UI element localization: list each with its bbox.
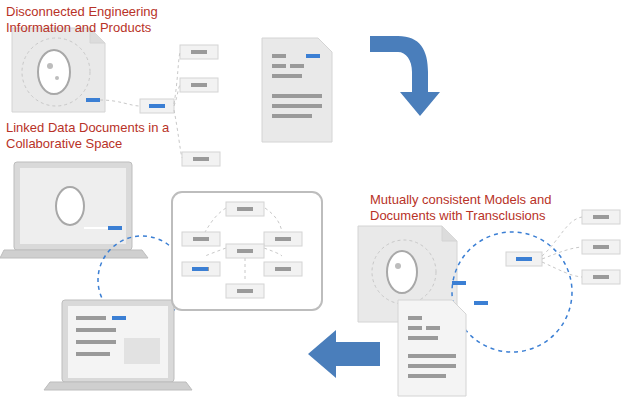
flow-arrow — [370, 36, 440, 116]
flow-arrow — [308, 330, 380, 378]
consistent-group — [358, 210, 620, 396]
stage-caption: Linked Data Documents in a Collaborative… — [6, 120, 184, 152]
collaborative-group — [0, 162, 322, 390]
stage-caption: Disconnected Engineering Information and… — [6, 4, 186, 36]
stage-caption: Mutually consistent Models and Documents… — [370, 192, 590, 224]
